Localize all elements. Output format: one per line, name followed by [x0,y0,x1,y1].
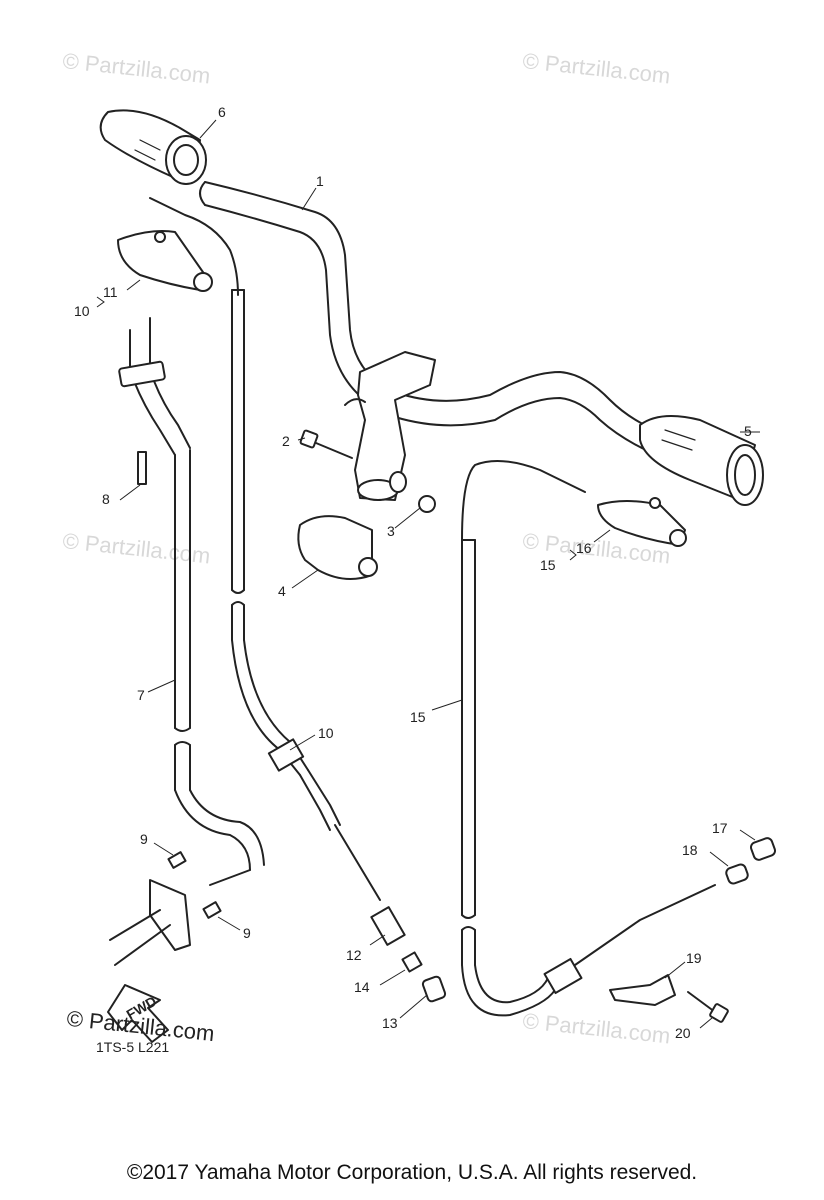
callout-11: 11 [103,284,118,300]
part-18 [725,863,749,885]
part-14 [401,951,423,973]
callout-17: 17 [712,820,728,836]
callout-8: 8 [102,491,110,507]
callout-16: 16 [576,540,592,556]
cable-15 [461,460,716,1017]
callout-3: 3 [387,523,395,539]
callout-19: 19 [686,950,702,966]
callout-10: 10 [318,725,334,741]
fwd-arrow: FWD [107,984,169,1043]
callout-1: 1 [316,173,324,189]
watermark-top-right: © Partzilla.com [521,48,671,88]
watermark-bottom-right: © Partzilla.com [521,1008,671,1048]
callout-9: 9 [243,925,251,941]
lower-clamp [297,515,378,580]
callout-10-top: 10 [74,303,90,319]
cable-10 [149,197,406,946]
watermark-top-left: © Partzilla.com [61,48,211,88]
lower-bracket [109,451,222,966]
callout-15-top: 15 [540,557,556,573]
callout-18: 18 [682,842,698,858]
callout-15: 15 [410,709,426,725]
bolt-2 [299,429,353,459]
logo-symbol: © [65,1005,85,1033]
handlebar [199,181,661,453]
callout-4: 4 [278,583,286,599]
callout-5: 5 [744,423,752,439]
callout-14: 14 [354,979,370,995]
part-17 [749,837,777,861]
cable-7 [118,317,265,886]
nut-3 [418,495,436,513]
grip-right [639,415,764,506]
callouts: 6 1 11 10 2 5 8 3 16 15 4 7 15 10 17 9 1… [74,104,752,1041]
callout-13: 13 [382,1015,398,1031]
callout-12: 12 [346,947,362,963]
handlebar-holder [344,351,436,501]
lever-holder-right [597,497,687,547]
leader-lines [96,119,760,1029]
lever-holder-left [117,230,213,292]
callout-2: 2 [282,433,290,449]
callout-7: 7 [137,687,145,703]
part-13 [421,975,447,1003]
part-19 [609,974,676,1006]
grip-left [99,109,207,185]
copyright-notice: ©2017 Yamaha Motor Corporation, U.S.A. A… [126,1161,698,1184]
callout-6: 6 [218,104,226,120]
callout-20: 20 [675,1025,691,1041]
part-20 [687,991,729,1023]
diagram-code: 1TS-5 L221 [96,1039,169,1055]
callout-9-top: 9 [140,831,148,847]
